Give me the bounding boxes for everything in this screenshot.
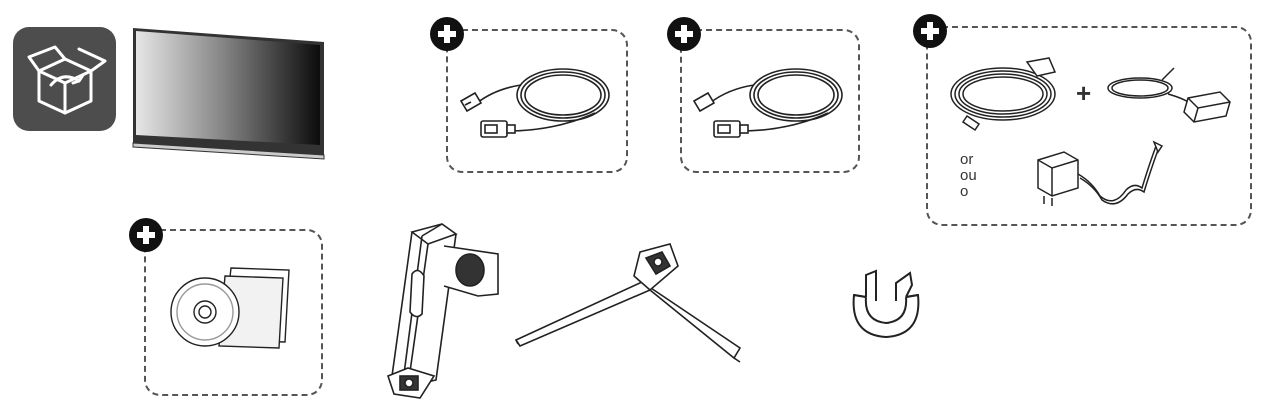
or-label: or: [960, 151, 974, 168]
cd-manual-box: [144, 229, 323, 396]
plus-circle-icon: [913, 14, 947, 48]
stand-base-icon: [514, 243, 742, 363]
plus-circle-icon: [667, 17, 701, 51]
ac-adapter-icon: [1107, 67, 1231, 123]
plus-sign: +: [1076, 78, 1092, 108]
plus-circle-icon: [129, 218, 163, 252]
plus-circle-icon: [430, 17, 464, 51]
ou-label: ou: [960, 167, 977, 184]
usb-cable-icon: [459, 68, 610, 138]
monitor-icon: [132, 28, 325, 160]
cd-manual-icon: [170, 267, 290, 349]
power-options-box: [926, 26, 1252, 226]
box-icon: [13, 27, 116, 131]
wall-adapter-icon: [1037, 140, 1164, 206]
power-cord-icon: [950, 57, 1057, 132]
displayport-cable-box: [680, 29, 860, 173]
o-label: o: [960, 183, 969, 200]
displayport-cable-icon: [692, 68, 843, 138]
usb-cable-box: [446, 29, 628, 173]
cable-holder-icon: [852, 269, 920, 339]
stand-body-icon: [387, 223, 499, 399]
